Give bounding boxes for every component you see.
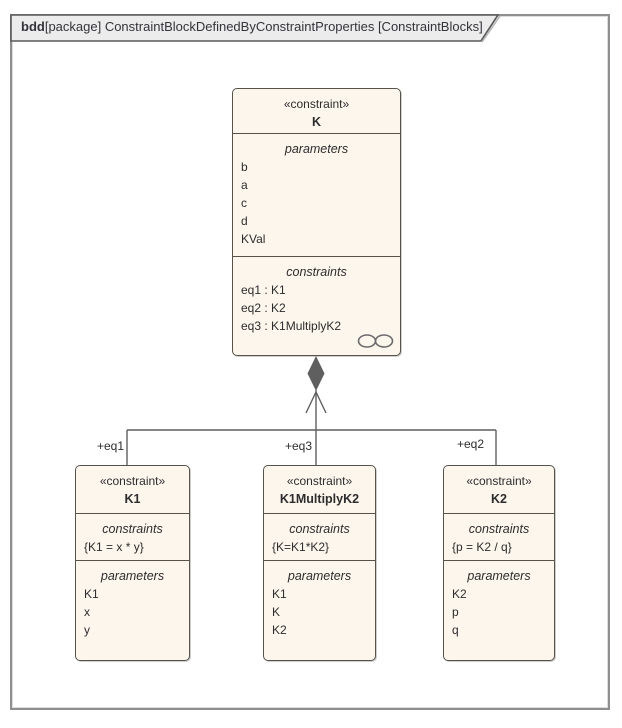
compartment-label: parameters xyxy=(100,569,165,583)
diagram-title: bdd[package] ConstraintBlockDefinedByCon… xyxy=(21,19,483,34)
constraints-compartment: constraints eq1 : K1 eq2 : K2 eq3 : K1Mu… xyxy=(233,256,400,355)
block-name: K1 xyxy=(124,492,141,506)
constraints-compartment: constraints {K=K1*K2} xyxy=(264,513,375,560)
constraints-compartment: constraints {p = K2 / q} xyxy=(444,513,554,560)
constraint-block-k1multiplyk2[interactable]: «constraint» K1MultiplyK2 constraints {K… xyxy=(263,465,376,661)
constraints-compartment: constraints {K1 = x * y} xyxy=(76,513,189,560)
constraint-item: {K=K1*K2} xyxy=(272,540,330,554)
compartment-label: constraints xyxy=(102,522,163,536)
composite-diagram-icon xyxy=(357,334,394,348)
block-header: «constraint» K2 xyxy=(444,466,554,513)
constraint-item: eq1 : K1 xyxy=(241,283,286,297)
compartment-label: parameters xyxy=(467,569,531,583)
parameter-item: x xyxy=(84,605,90,619)
role-label-eq2[interactable]: +eq2 xyxy=(456,437,484,451)
parameters-compartment: parameters b a c d KVal xyxy=(233,133,400,256)
constraint-block-k1[interactable]: «constraint» K1 constraints {K1 = x * y}… xyxy=(75,465,190,661)
frame-label-tab xyxy=(10,14,501,43)
parameter-item: a xyxy=(241,178,248,192)
compartment-label: constraints xyxy=(289,522,350,536)
parameter-item: KVal xyxy=(241,232,266,246)
constraint-item: {p = K2 / q} xyxy=(452,540,512,554)
parameters-compartment: parameters K2 p q xyxy=(444,560,554,660)
constraint-item: eq2 : K2 xyxy=(241,301,286,315)
stereotype-label: «constraint» xyxy=(283,97,350,111)
diagram-title-text: [package] ConstraintBlockDefinedByConstr… xyxy=(44,19,483,34)
parameter-item: K1 xyxy=(272,587,287,601)
stereotype-label: «constraint» xyxy=(286,474,353,488)
parameters-compartment: parameters K1 x y xyxy=(76,560,189,660)
block-name: K1MultiplyK2 xyxy=(279,492,360,506)
parameter-item: K xyxy=(272,605,281,619)
block-header: «constraint» K1 xyxy=(76,466,189,513)
stereotype-label: «constraint» xyxy=(99,474,166,488)
block-header: «constraint» K1MultiplyK2 xyxy=(264,466,375,513)
constraint-block-k[interactable]: «constraint» K parameters b a c d KVal c… xyxy=(232,88,401,356)
parameter-item: K2 xyxy=(452,587,467,601)
block-name: K xyxy=(311,115,322,129)
block-name: K2 xyxy=(491,492,507,506)
tab-shape xyxy=(10,14,500,42)
parameter-item: K1 xyxy=(84,587,99,601)
diagram-kind-label: bdd xyxy=(21,19,45,34)
parameters-compartment: parameters K1 K K2 xyxy=(264,560,375,660)
parameter-item: q xyxy=(452,623,459,637)
compartment-label: constraints xyxy=(286,265,347,279)
stereotype-label: «constraint» xyxy=(466,474,532,488)
constraint-item: {K1 = x * y} xyxy=(84,540,144,554)
parameter-item: K2 xyxy=(272,623,287,637)
compartment-label: parameters xyxy=(284,142,349,156)
constraint-item: eq3 : K1MultiplyK2 xyxy=(241,319,342,333)
compartment-label: parameters xyxy=(287,569,352,583)
block-header: «constraint» K xyxy=(233,89,400,133)
compartment-label: constraints xyxy=(468,522,530,536)
constraint-block-k2[interactable]: «constraint» K2 constraints {p = K2 / q}… xyxy=(443,465,555,661)
role-label-eq3[interactable]: +eq3 xyxy=(284,439,312,453)
parameter-item: b xyxy=(241,160,248,174)
parameter-item: c xyxy=(241,196,247,210)
role-label-eq1[interactable]: +eq1 xyxy=(96,439,124,453)
parameter-item: y xyxy=(84,623,90,637)
parameter-item: d xyxy=(241,214,248,228)
parameter-item: p xyxy=(452,605,459,619)
